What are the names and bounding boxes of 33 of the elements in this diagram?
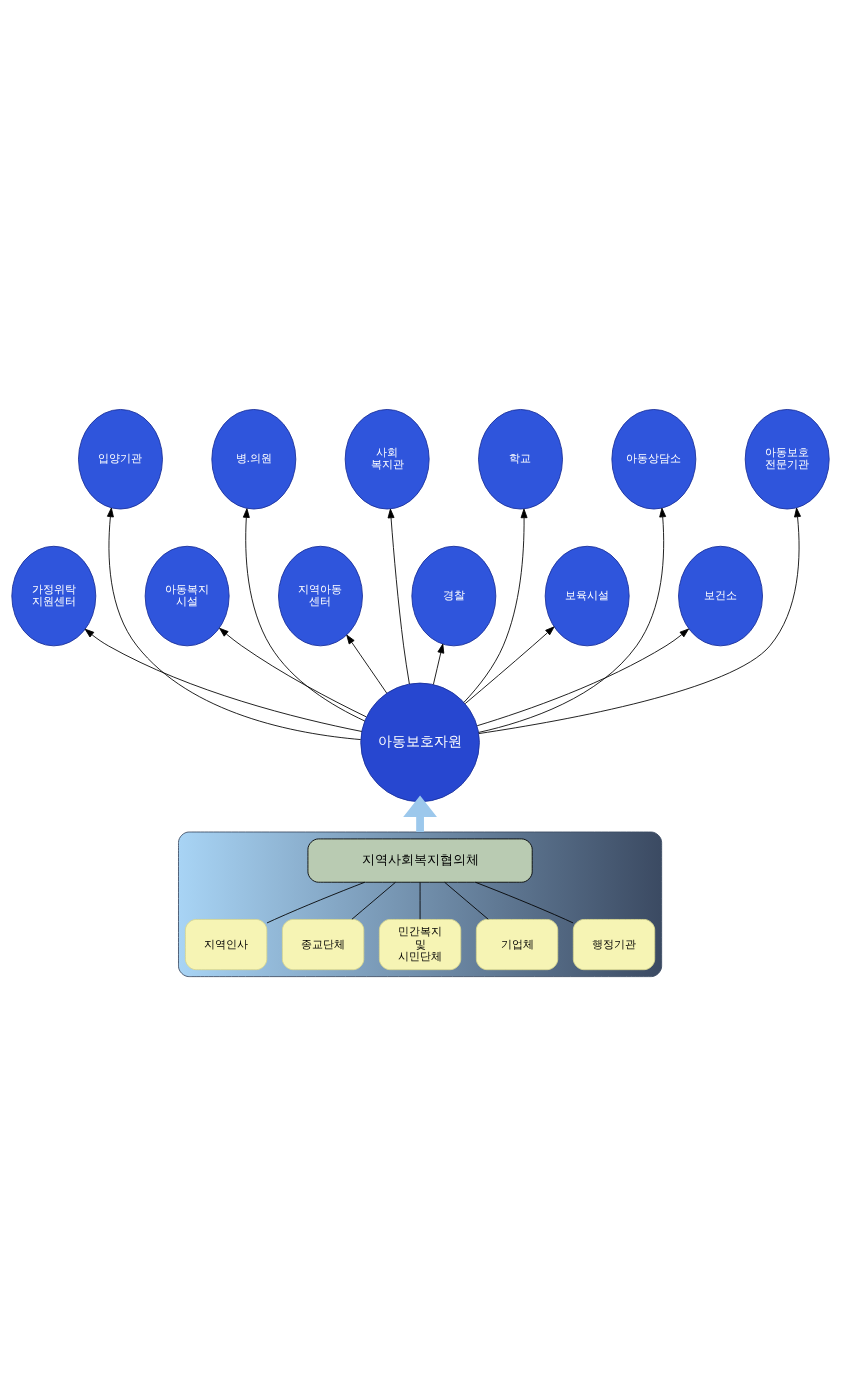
arrow [463, 508, 528, 703]
connector [419, 881, 421, 920]
arrow [432, 643, 445, 685]
arrow [478, 507, 667, 733]
connector [351, 881, 396, 920]
arrow [219, 627, 367, 717]
cluster [178, 831, 663, 977]
arrow [478, 507, 801, 734]
arrow [403, 795, 437, 832]
arrow [84, 628, 363, 732]
connector [444, 881, 489, 920]
node-box: 지역인사 [185, 918, 268, 970]
node-ellipse: 학교 [478, 408, 563, 509]
arrow [106, 507, 362, 740]
node-circle: 아동보호자원 [360, 682, 480, 802]
node-ellipse: 경찰 [411, 545, 497, 646]
node-box: 행정기관 [572, 918, 656, 970]
node-ellipse: 아동상담소 [611, 408, 697, 509]
arrow [464, 625, 555, 704]
arrow [476, 628, 689, 726]
node-box: 종교단체 [281, 918, 365, 970]
arrow [387, 508, 410, 684]
connector [266, 881, 366, 923]
node-ellipse: 아동보호 전문기관 [744, 408, 830, 509]
arrow [346, 634, 388, 693]
arrow [242, 507, 366, 721]
node-box: 민간복지 및 시민단체 [378, 918, 462, 970]
node-box: 기업체 [475, 918, 559, 970]
node-box: 지역사회복지협의체 [307, 838, 533, 883]
node-ellipse: 입양기관 [78, 408, 163, 509]
node-ellipse: 사회 복지관 [344, 408, 430, 509]
node-ellipse: 병.의원 [211, 408, 297, 509]
connector [475, 881, 574, 923]
